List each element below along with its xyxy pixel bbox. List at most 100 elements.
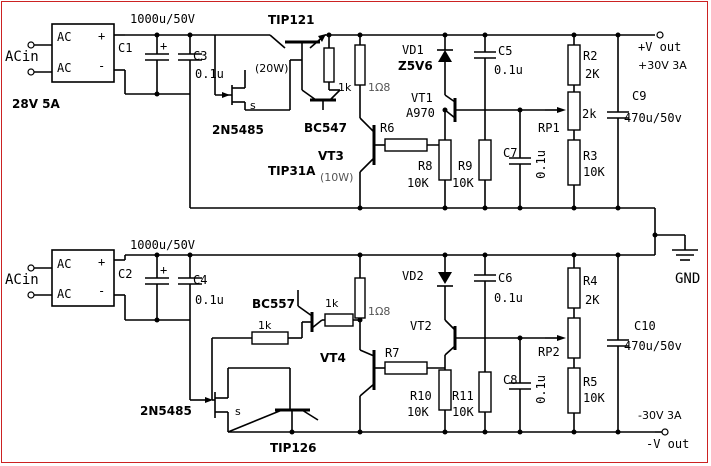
lower-jfet-s: s [235, 405, 241, 418]
upper-c1-plus: + [160, 39, 168, 53]
lower-c6-label: C6 [498, 271, 513, 285]
upper-c5-value: 0.1u [494, 63, 523, 77]
upper-r8-resistor [438, 139, 452, 181]
upper-rp1-potentiometer [567, 91, 581, 131]
lower-1k-b-label: 1k [325, 297, 339, 310]
lower-bc557-transistor [297, 290, 325, 332]
lower-rp2-label: RP2 [538, 345, 560, 359]
upper-c1-value: 1000u/50V [130, 12, 196, 26]
lower-r5-value: 10K [583, 391, 605, 405]
lower-r7-label: R7 [385, 346, 400, 360]
lower-out-label: -V out [646, 437, 690, 451]
upper-q-main-power: (20W) [255, 62, 289, 75]
upper-shunt-label: 1Ω8 [368, 81, 391, 94]
upper-r2-label: R2 [583, 49, 598, 63]
upper-out-rating: +30V 3A [638, 59, 687, 72]
lower-1k-resistor-a [251, 331, 289, 345]
upper-r3-label: R3 [583, 149, 598, 163]
upper-vt1-transistor [444, 94, 545, 122]
upper-bridge-rectifier [51, 23, 115, 83]
upper-vd1-type: Z5V6 [398, 59, 433, 73]
upper-r2-resistor [567, 44, 581, 86]
upper-r6-resistor [384, 138, 428, 152]
lower-q-driver-label: BC557 [252, 297, 296, 311]
upper-r6-label: R6 [380, 121, 395, 135]
upper-bridge-ac2-label: AC [57, 61, 72, 75]
gnd-symbol [654, 208, 698, 261]
upper-supply-label: 28V 5A [12, 97, 60, 111]
upper-bc547-transistor [301, 89, 341, 110]
lower-c4-value: 0.1u [195, 293, 224, 307]
upper-vt3-transistor [359, 117, 385, 208]
upper-vd1-zener [437, 35, 453, 95]
lower-jfet-label: 2N5485 [140, 404, 192, 418]
lower-out-rating: -30V 3A [638, 409, 682, 422]
lower-c10-value: 470u/50v [624, 339, 682, 353]
upper-c3-label: C3 [193, 49, 208, 63]
lower-c4-capacitor [178, 255, 202, 320]
lower-c8-capacitor [509, 338, 531, 432]
lower-bridge-minus-label: - [98, 284, 106, 298]
lower-r10-value: 10K [407, 405, 429, 419]
lower-1k-a-label: 1k [258, 319, 272, 332]
upper-r8-label: R8 [418, 159, 433, 173]
lower-r11-label: R11 [452, 389, 474, 403]
lower-ac-input [27, 264, 52, 299]
upper-r3-value: 10K [583, 165, 605, 179]
lower-q-main-label: TIP126 [270, 441, 317, 455]
upper-c9-label: C9 [632, 89, 647, 103]
upper-c3-capacitor [178, 35, 202, 94]
lower-shunt-label: 1Ω8 [368, 305, 391, 318]
upper-vt3-power: (10W) [320, 171, 354, 184]
lower-vd2-zener [437, 255, 453, 320]
upper-acin-label: ACin [5, 49, 39, 65]
upper-c1-label: C1 [118, 41, 133, 55]
upper-c7-value: 0.1u [534, 150, 548, 179]
lower-r7-resistor [384, 361, 428, 375]
lower-tip126-transistor [227, 368, 319, 433]
upper-c9-capacitor [607, 35, 629, 208]
lower-c6-value: 0.1u [494, 291, 523, 305]
lower-1k-resistor-b [324, 313, 354, 327]
upper-vt3-type: TIP31A [268, 164, 316, 178]
upper-vt1-label: VT1 [411, 91, 433, 105]
lower-c8-label: C8 [503, 373, 518, 387]
lower-vt4-label: VT4 [320, 351, 346, 365]
upper-q-main-label: TIP121 [268, 13, 315, 27]
upper-c7-label: C7 [503, 146, 518, 160]
lower-r10-label: R10 [410, 389, 432, 403]
lower-acin-label: ACin [5, 272, 39, 288]
lower-r4-value: 2K [585, 293, 600, 307]
upper-ac-input [27, 41, 52, 76]
lower-output-terminal [661, 428, 669, 436]
upper-vt1-type: A970 [406, 106, 435, 120]
upper-bridge-ac1-label: AC [57, 30, 72, 44]
lower-c10-capacitor [607, 255, 629, 432]
upper-r9-resistor [478, 139, 492, 181]
upper-r3-resistor [567, 139, 581, 186]
lower-c8-value: 0.1u [534, 375, 548, 404]
upper-r9-value: 10K [452, 176, 474, 190]
lower-vt4-transistor [359, 349, 385, 432]
lower-bridge-ac1-label: AC [57, 257, 72, 271]
lower-shunt-resistor [354, 277, 366, 319]
lower-rp2-potentiometer [567, 317, 581, 359]
upper-tip121-transistor [269, 34, 655, 110]
upper-rp1-value: 2k [582, 107, 597, 121]
lower-bridge-plus-label: + [98, 255, 106, 269]
upper-jfet [214, 35, 290, 111]
upper-q-driver-label: BC547 [304, 121, 348, 135]
upper-c5-capacitor [474, 35, 496, 140]
upper-r9-label: R9 [458, 159, 473, 173]
lower-r5-label: R5 [583, 375, 598, 389]
upper-c1-capacitor [145, 35, 169, 94]
upper-bridge-plus-label: + [98, 29, 106, 43]
upper-shunt-resistor [354, 44, 366, 86]
lower-r4-label: R4 [583, 274, 598, 288]
upper-output-terminal [656, 31, 664, 39]
lower-c2-plus: + [160, 263, 168, 277]
lower-r11-value: 10K [452, 405, 474, 419]
lower-bridge-ac2-label: AC [57, 287, 72, 301]
